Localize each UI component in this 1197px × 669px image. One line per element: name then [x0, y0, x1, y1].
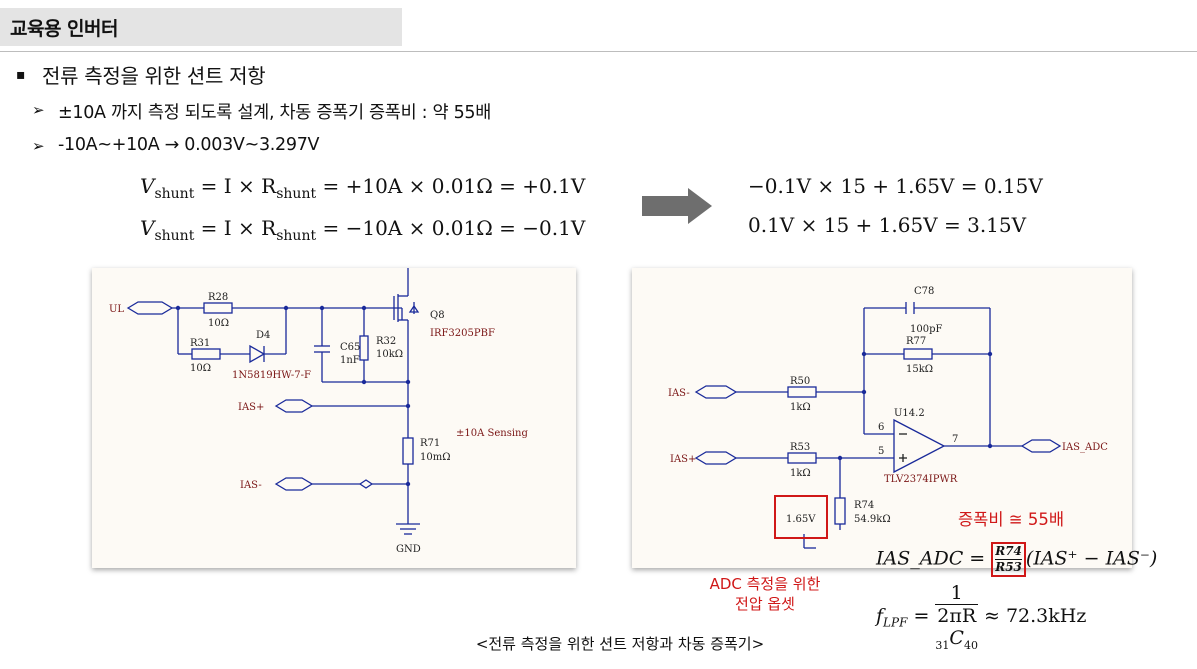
- bullet-icon: ▪: [16, 67, 26, 83]
- label-r53-value: 1kΩ: [790, 468, 811, 479]
- label-r77-value: 15kΩ: [906, 364, 933, 375]
- section-heading: 전류 측정을 위한 션트 저항: [42, 64, 266, 88]
- label-r28-value: 10Ω: [208, 318, 229, 329]
- right-arrow-icon: [642, 188, 712, 224]
- label-r71: R71: [420, 438, 440, 449]
- label-pin7: 7: [952, 434, 958, 445]
- label-u14: U14.2: [894, 408, 925, 419]
- label-c78: C78: [914, 286, 934, 297]
- label-ias-minus: IAS-: [668, 388, 690, 399]
- label-q8-part: IRF3205PBF: [430, 328, 495, 339]
- list-item: ±10A 까지 측정 되도록 설계, 차동 증폭기 증폭비 : 약 55배: [58, 103, 492, 123]
- list-item: -10A~+10A → 0.003V~3.297V: [58, 135, 320, 155]
- label-r53: R53: [790, 442, 810, 453]
- label-r32-value: 10kΩ: [376, 349, 403, 360]
- diff-amp-schematic-panel: C78 100pF R77 15kΩ IAS- R50 1kΩ IAS+ R53…: [632, 268, 1132, 568]
- label-d4-part: 1N5819HW-7-F: [232, 370, 311, 381]
- shunt-equation-negative: Vshunt = I × Rshunt = −10A × 0.01Ω = −0.…: [140, 216, 586, 244]
- figure-caption: <전류 측정을 위한 션트 저항과 차동 증폭기>: [475, 635, 765, 653]
- shunt-schematic: UL R28 10Ω R31 10Ω D4 1N5819HW-7-F C65 1…: [109, 268, 528, 555]
- label-r32: R32: [376, 336, 396, 347]
- output-equation-high: 0.1V × 15 + 1.65V = 3.15V: [748, 213, 1027, 237]
- label-r74: R74: [854, 500, 874, 511]
- label-d4: D4: [256, 330, 270, 341]
- label-pin6: 6: [878, 422, 884, 433]
- label-r28: R28: [208, 292, 228, 303]
- label-ul: UL: [109, 304, 124, 315]
- label-ias-minus: IAS-: [240, 480, 262, 491]
- shunt-schematic-panel: UL R28 10Ω R31 10Ω D4 1N5819HW-7-F C65 1…: [92, 268, 576, 568]
- label-ias-adc: IAS_ADC: [1062, 442, 1108, 453]
- label-r31-value: 10Ω: [190, 363, 211, 374]
- label-pin5: 5: [878, 446, 884, 457]
- label-gnd: GND: [396, 544, 421, 555]
- label-c65-value: 1nF: [340, 355, 360, 366]
- label-r71-value: 10mΩ: [420, 452, 451, 463]
- label-sensing: ±10A Sensing: [456, 428, 528, 439]
- adc-offset-note: ADC 측정을 위한 전압 옵셋: [709, 575, 821, 613]
- label-c65: C65: [340, 342, 360, 353]
- slide-title: 교육용 인버터: [10, 18, 119, 40]
- label-r50: R50: [790, 376, 810, 387]
- shunt-equation-positive: Vshunt = I × Rshunt = +10A × 0.01Ω = +0.…: [140, 174, 586, 202]
- label-q8: Q8: [430, 310, 445, 321]
- label-r74-value: 54.9kΩ: [854, 514, 891, 525]
- label-r31: R31: [190, 338, 210, 349]
- label-offset-voltage: 1.65V: [786, 514, 816, 525]
- gain-note: 증폭비 ≅ 55배: [958, 510, 1065, 529]
- label-u14-part: TLV2374IPWR: [884, 474, 958, 485]
- label-r77: R77: [906, 336, 926, 347]
- diff-amp-schematic: C78 100pF R77 15kΩ IAS- R50 1kΩ IAS+ R53…: [668, 286, 1108, 549]
- label-ias-plus: IAS+: [238, 402, 264, 413]
- arrow-bullet-icon: ➢: [32, 101, 45, 119]
- title-divider: [0, 51, 1197, 52]
- offset-highlight-box: [774, 495, 828, 539]
- label-c78-value: 100pF: [910, 324, 942, 335]
- label-ias-plus: IAS+: [670, 454, 696, 465]
- title-bar: [0, 8, 402, 46]
- arrow-bullet-icon: ➢: [32, 137, 45, 155]
- label-r50-value: 1kΩ: [790, 402, 811, 413]
- output-equation-low: −0.1V × 15 + 1.65V = 0.15V: [748, 174, 1043, 198]
